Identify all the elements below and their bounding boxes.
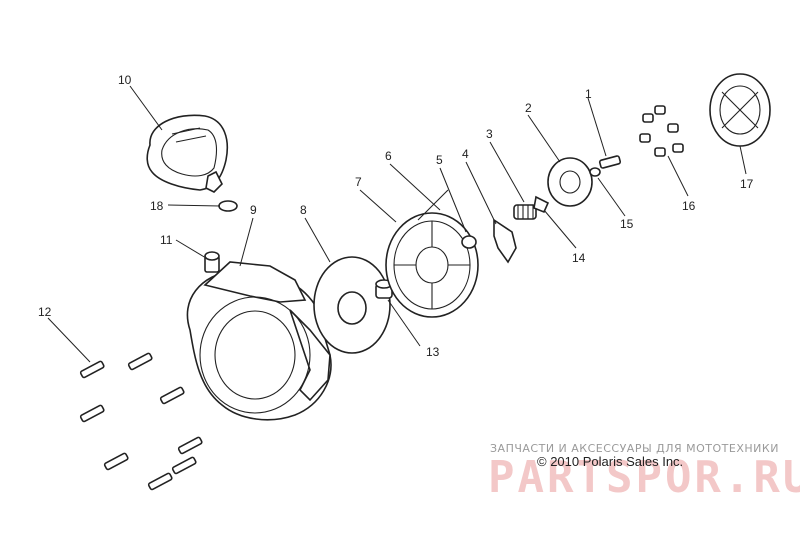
spacer-plate [313,256,391,354]
callout-7: 7 [355,175,362,189]
rope [417,189,449,221]
callout-12: 12 [38,305,52,319]
nuts [639,105,684,157]
ratchet-pawl [493,218,517,264]
leader-lines [47,85,747,363]
copyright-notice: © 2010 Polaris Sales Inc. [537,454,684,469]
center-bolt [598,155,622,169]
plug [204,251,220,273]
pulley-reel [385,212,479,318]
callout-1: 1 [585,87,592,101]
callout-17: 17 [740,177,754,191]
cover [547,157,593,207]
washer [218,200,238,212]
callout-16: 16 [682,199,696,213]
callout-5: 5 [436,153,443,167]
callout-6: 6 [385,149,392,163]
watermark-brand: PARTSPOR.RU [488,452,800,503]
callout-18: 18 [150,199,164,213]
callout-13: 13 [426,345,440,359]
starter-handle [146,114,229,193]
outer-cup [709,73,771,147]
starter-housing [186,261,332,421]
friction-plate [533,195,550,214]
callout-labels: 1 2 3 4 5 6 7 8 9 10 11 12 13 14 15 16 1… [38,73,754,359]
callout-3: 3 [486,127,493,141]
spring-clip [461,235,477,249]
callout-10: 10 [118,73,132,87]
watermark-caption: ЗАПЧАСТИ И АКСЕССУАРЫ ДЛЯ МОТОТЕХНИКИ [490,442,779,455]
callout-15: 15 [620,217,634,231]
spring [513,204,537,220]
callout-2: 2 [525,101,532,115]
bolts [79,352,203,491]
callout-11: 11 [160,233,173,247]
small-washer [589,167,601,177]
callout-14: 14 [572,251,586,265]
callout-9: 9 [250,203,257,217]
callout-8: 8 [300,203,307,217]
callout-4: 4 [462,147,469,161]
